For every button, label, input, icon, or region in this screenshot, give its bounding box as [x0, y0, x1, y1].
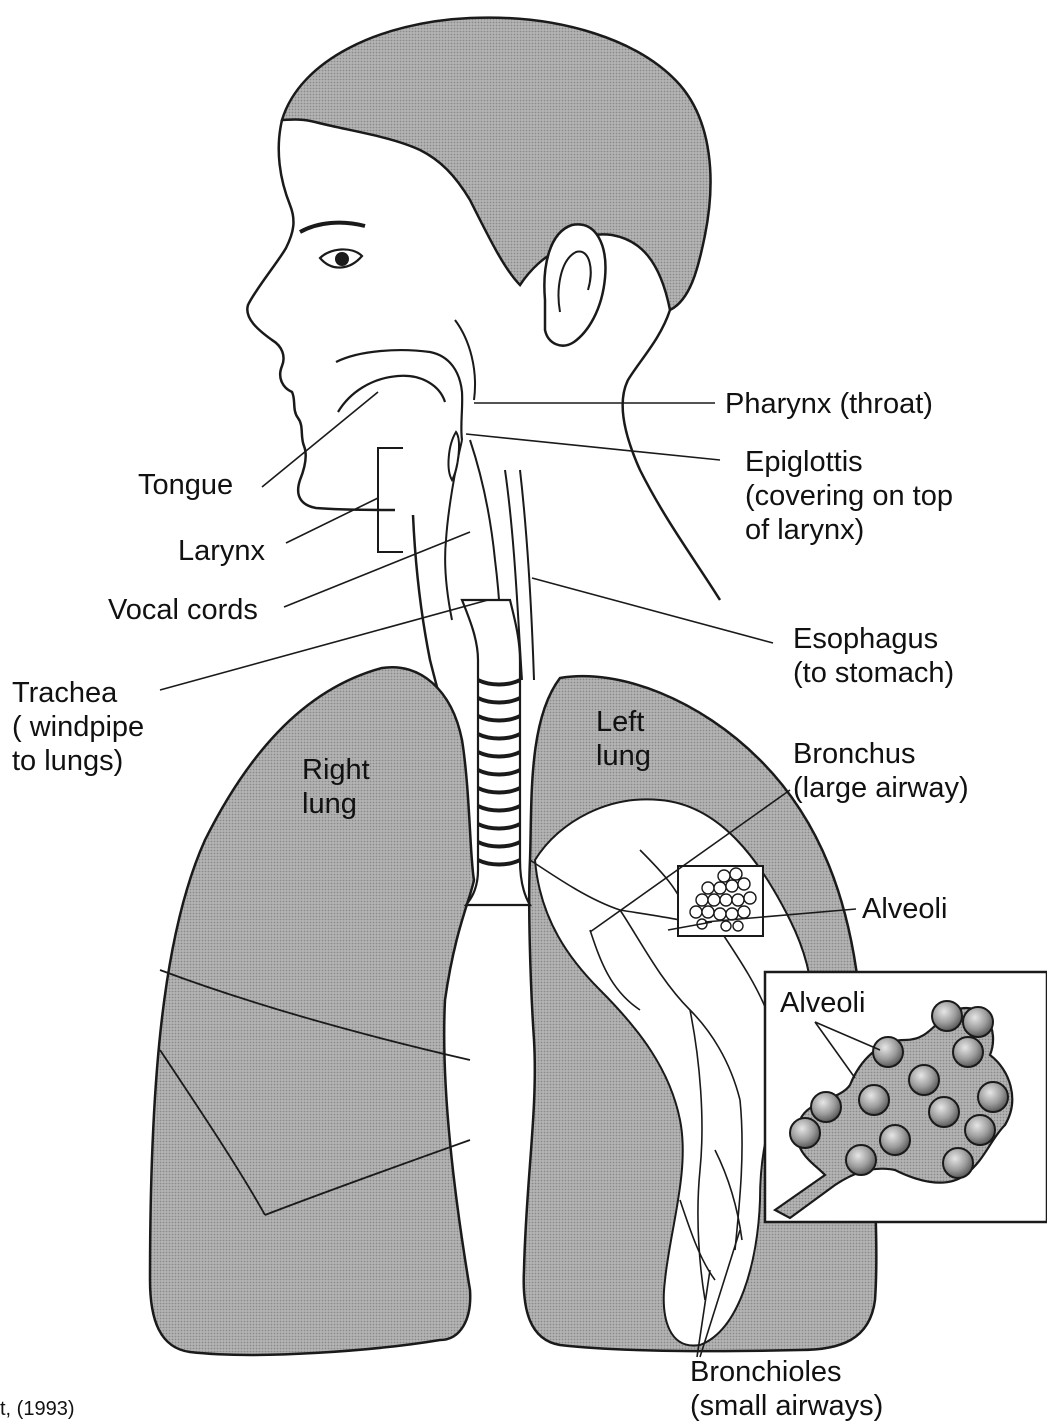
label-larynx: Larynx [178, 534, 265, 568]
label-left-lung-line1: Left [596, 705, 651, 739]
label-bronchus-line2: (large airway) [793, 771, 969, 805]
label-epiglottis-line3: of larynx) [745, 513, 953, 547]
label-alveoli: Alveoli [862, 892, 947, 926]
label-epiglottis-line1: Epiglottis [745, 445, 953, 479]
label-tongue: Tongue [138, 468, 233, 502]
tongue-shape [338, 376, 445, 412]
label-alveoli-inset: Alveoli [780, 986, 865, 1020]
label-bronchus: Bronchus (large airway) [793, 737, 969, 805]
label-epiglottis: Epiglottis (covering on top of larynx) [745, 445, 953, 547]
label-left-lung-line2: lung [596, 739, 651, 773]
label-bronchioles-line1: Bronchioles [690, 1355, 883, 1389]
label-right-lung-line2: lung [302, 787, 370, 821]
label-trachea-line1: Trachea [12, 676, 144, 710]
label-left-lung: Left lung [596, 705, 651, 773]
label-vocal-cords: Vocal cords [108, 593, 258, 627]
label-bronchus-line1: Bronchus [793, 737, 969, 771]
larynx-bracket [378, 448, 403, 552]
source-credit: t, (1993) [0, 1398, 74, 1421]
label-trachea-line2: ( windpipe [12, 710, 144, 744]
nasal-cavity [336, 350, 462, 440]
ear [544, 224, 605, 345]
label-trachea: Trachea ( windpipe to lungs) [12, 676, 144, 778]
label-bronchioles: Bronchioles (small airways) [690, 1355, 883, 1423]
label-esophagus-line1: Esophagus [793, 622, 954, 656]
label-right-lung: Right lung [302, 753, 370, 821]
eyebrow [300, 223, 365, 232]
head-profile-outline [247, 120, 395, 510]
label-right-lung-line1: Right [302, 753, 370, 787]
label-epiglottis-line2: (covering on top [745, 479, 953, 513]
label-pharynx: Pharynx (throat) [725, 387, 933, 421]
label-esophagus: Esophagus (to stomach) [793, 622, 954, 690]
label-esophagus-line2: (to stomach) [793, 656, 954, 690]
label-trachea-line3: to lungs) [12, 744, 144, 778]
label-bronchioles-line2: (small airways) [690, 1389, 883, 1423]
